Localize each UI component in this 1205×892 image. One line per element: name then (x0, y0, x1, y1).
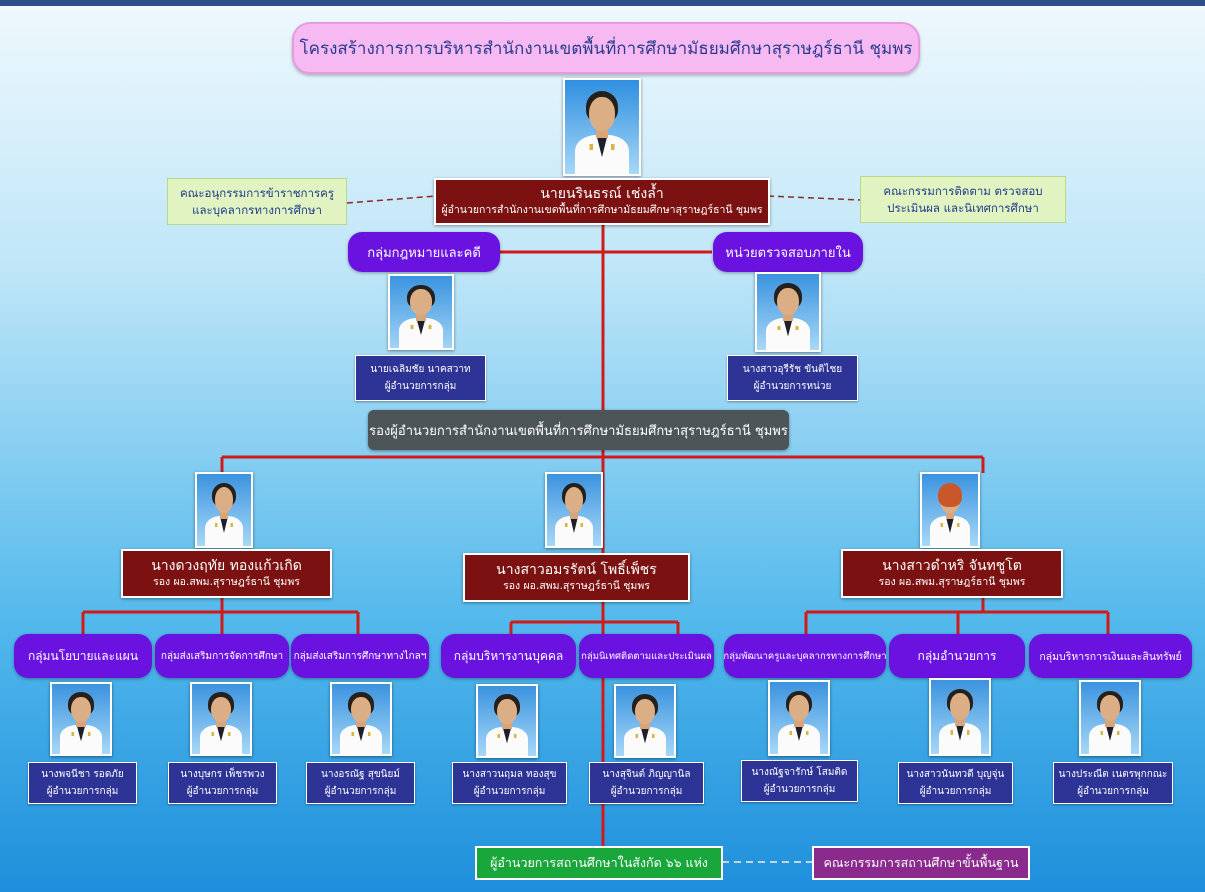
group5-photo (614, 684, 676, 758)
legal-unit-namecard: นายเฉลิมชัย นาคสวาท ผู้อำนวยการกลุ่ม (355, 355, 486, 401)
top-border (0, 0, 1205, 6)
group4-position: ผู้อำนวยการกลุ่ม (473, 786, 546, 797)
deputy2-position: รอง ผอ.สพม.สุราษฎร์ธานี ชุมพร (503, 580, 650, 592)
deputy2-box: นางสาวอมรรัตน์ โพธิ์เพ็ชร รอง ผอ.สพม.สุร… (463, 553, 690, 602)
group5-namecard: นางสุจินต์ ภิญญานิล ผู้อำนวยการกลุ่ม (589, 762, 704, 804)
group8-name: นางประณีต เนตรพุกกณะ (1058, 769, 1168, 780)
right-committee-line1: คณะกรรมการติดตาม ตรวจสอบ (883, 183, 1043, 198)
group7-namecard: นางสาวนันทวดี บุญจุ่น ผู้อำนวยการกลุ่ม (898, 762, 1013, 804)
legal-unit-title: กลุ่มกฎหมายและคดี (348, 232, 500, 272)
deputy1-box: นางดวงฤทัย ทองแก้วเกิด รอง ผอ.สพม.สุราษฎ… (121, 549, 332, 598)
left-committee-box: คณะอนุกรรมการข้าราชการครู และบุคลากรทางก… (167, 178, 347, 225)
group5-title: กลุ่มนิเทศติดตามและประเมินผล (579, 634, 714, 678)
group8-namecard: นางประณีต เนตรพุกกณะ ผู้อำนวยการกลุ่ม (1053, 762, 1173, 804)
group2-title: กลุ่มส่งเสริมการจัดการศึกษา (155, 634, 289, 678)
group6-title: กลุ่มพัฒนาครูและบุคลากรทางการศึกษา (723, 634, 887, 678)
group8-position: ผู้อำนวยการกลุ่ม (1077, 786, 1149, 797)
right-committee-box: คณะกรรมการติดตาม ตรวจสอบ ประเมินผล และนิ… (860, 176, 1066, 223)
left-committee-line1: คณะอนุกรรมการข้าราชการครู (179, 185, 335, 200)
group4-photo (476, 684, 538, 758)
group1-photo (50, 682, 112, 756)
group5-name: นางสุจินต์ ภิญญานิล (602, 769, 691, 780)
director-box: นายนรินธรณ์ เช่งล้ำ ผู้อำนวยการสำนักงานเ… (434, 178, 770, 225)
deputy2-photo (545, 472, 603, 548)
group6-photo (768, 680, 830, 756)
director-name: นายนรินธรณ์ เช่งล้ำ (540, 186, 664, 202)
group1-title: กลุ่มนโยบายและแผน (14, 634, 152, 678)
deputy1-name: นางดวงฤทัย ทองแก้วเกิด (151, 558, 302, 574)
deputy2-name: นางสาวอมรรัตน์ โพธิ์เพ็ชร (496, 562, 657, 578)
group4-name: นางสาวนฤมล ทองสุข (462, 769, 557, 780)
deputy3-box: นางสาวดำหริ จันทชูโต รอง ผอ.สพม.สุราษฎร์… (841, 549, 1063, 598)
audit-unit-position: ผู้อำนวยการหน่วย (753, 381, 832, 392)
group5-position: ผู้อำนวยการกลุ่ม (610, 786, 683, 797)
group2-photo (190, 682, 252, 756)
basic-education-committee-box: คณะกรรมการสถานศึกษาขั้นพื้นฐาน (812, 846, 1030, 880)
legal-unit-position: ผู้อำนวยการกลุ่ม (384, 381, 457, 392)
group3-position: ผู้อำนวยการกลุ่ม (324, 786, 397, 797)
deputy3-name: นางสาวดำหริ จันทชูโต (882, 558, 1022, 574)
director-photo (563, 78, 641, 176)
group7-title: กลุ่มอำนวยการ (889, 634, 1025, 678)
chart-title: โครงสร้างการการบริหารสำนักงานเขตพื้นที่ก… (292, 22, 920, 74)
group1-namecard: นางพจนีชา รอดภัย ผู้อำนวยการกลุ่ม (28, 762, 137, 804)
right-committee-line2: ประเมินผล และนิเทศการศึกษา (887, 200, 1039, 215)
right-committee-dashed-link (767, 195, 861, 201)
group8-title: กลุ่มบริหารการเงินและสินทรัพย์ (1029, 634, 1192, 678)
legal-unit-name: นายเฉลิมชัย นาคสวาท (370, 364, 471, 375)
director-position: ผู้อำนวยการสำนักงานเขตพื้นที่การศึกษามัธ… (441, 204, 763, 216)
audit-unit-name: นางสาวอุรีรัช ขันติไชย (742, 364, 843, 375)
group8-photo (1079, 680, 1141, 756)
left-committee-dashed-link (346, 195, 437, 204)
group6-position: ผู้อำนวยการกลุ่ม (763, 784, 836, 795)
audit-unit-title: หน่วยตรวจสอบภายใน (713, 232, 863, 272)
group3-name: นางอรณัฐ สุขนิยม์ (321, 769, 400, 780)
group2-name: นางบุษกร เพ็ชรพวง (180, 769, 265, 780)
group6-namecard: นางณัฐจารักษ์ โสมติด ผู้อำนวยการกลุ่ม (741, 760, 858, 802)
deputy1-photo (195, 472, 253, 548)
left-committee-line2: และบุคลากรทางการศึกษา (192, 202, 322, 217)
group7-photo (929, 678, 991, 756)
audit-unit-namecard: นางสาวอุรีรัช ขันติไชย ผู้อำนวยการหน่วย (727, 355, 858, 401)
group1-name: นางพจนีชา รอดภัย (41, 769, 124, 780)
group2-namecard: นางบุษกร เพ็ชรพวง ผู้อำนวยการกลุ่ม (168, 762, 277, 804)
legal-unit-photo (388, 274, 454, 350)
audit-unit-photo (755, 272, 821, 352)
group4-namecard: นางสาวนฤมล ทองสุข ผู้อำนวยการกลุ่ม (452, 762, 567, 804)
deputy1-position: รอง ผอ.สพม.สุราษฎร์ธานี ชุมพร (153, 576, 300, 588)
deputy3-position: รอง ผอ.สพม.สุราษฎร์ธานี ชุมพร (878, 576, 1026, 588)
deputy-director-bar: รองผู้อำนวยการสำนักงานเขตพื้นที่การศึกษา… (368, 410, 789, 450)
group3-photo (330, 682, 392, 756)
group3-namecard: นางอรณัฐ สุขนิยม์ ผู้อำนวยการกลุ่ม (306, 762, 415, 804)
group7-name: นางสาวนันทวดี บุญจุ่น (906, 769, 1005, 780)
group7-position: ผู้อำนวยการกลุ่ม (919, 786, 992, 797)
group4-title: กลุ่มบริหารงานบุคคล (441, 634, 576, 678)
group3-title: กลุ่มส่งเสริมการศึกษาทางไกลฯ (291, 634, 429, 678)
group2-position: ผู้อำนวยการกลุ่ม (186, 786, 259, 797)
group1-position: ผู้อำนวยการกลุ่ม (46, 786, 119, 797)
group6-name: นางณัฐจารักษ์ โสมติด (751, 767, 848, 778)
deputy3-photo (920, 472, 980, 548)
school-directors-box: ผู้อำนวยการสถานศึกษาในสังกัด ๖๖ แห่ง (475, 846, 723, 880)
